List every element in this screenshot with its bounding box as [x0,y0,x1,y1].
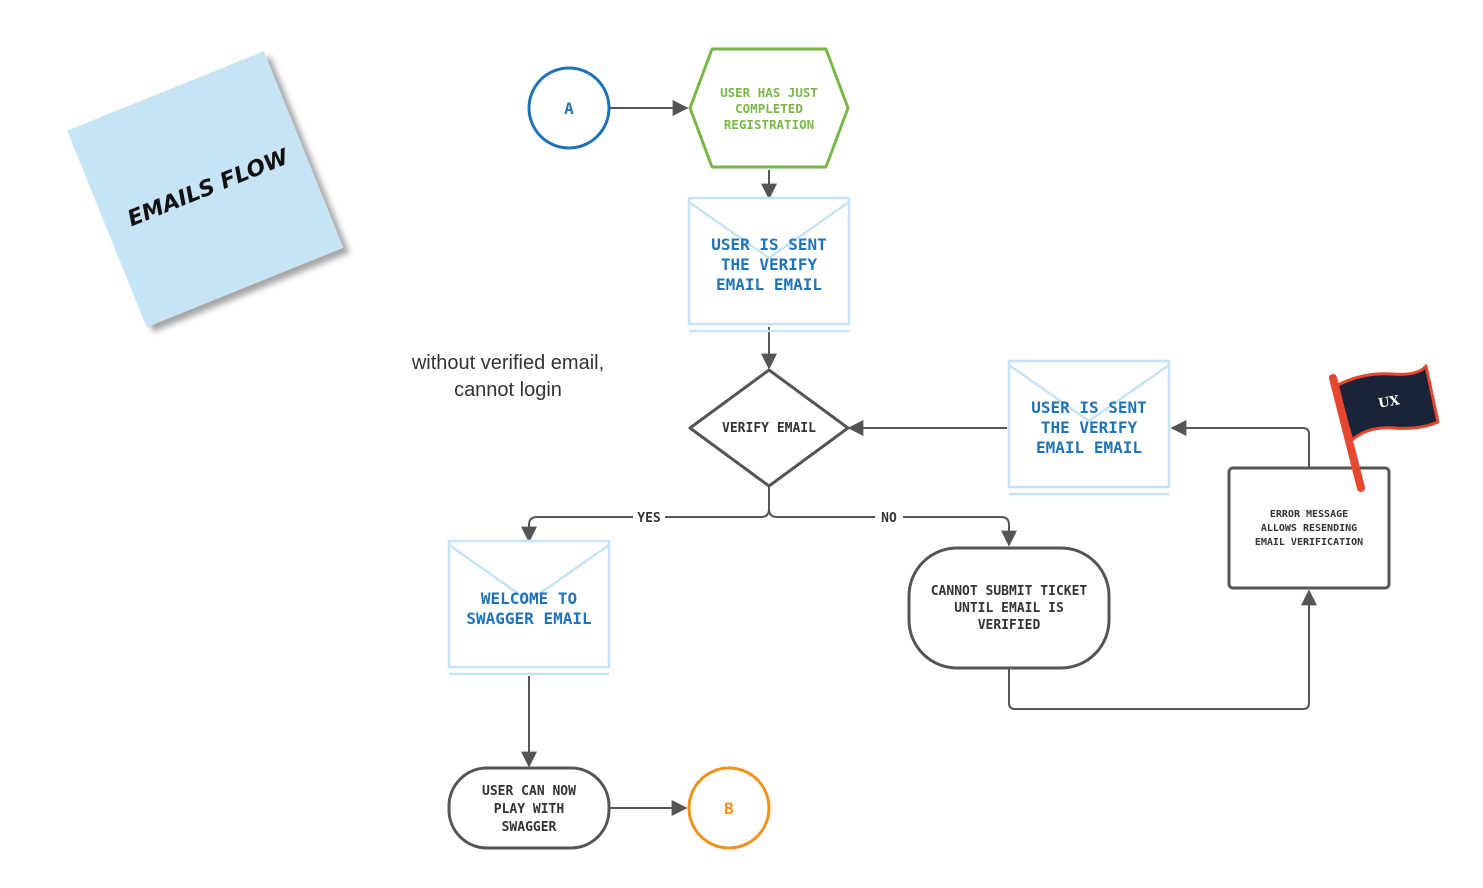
play-line-2: PLAY WITH [494,802,564,817]
edge-label-yes-group: YES [633,509,665,526]
email-verify-1-line-2: THE VERIFY [721,255,818,274]
ux-flag-label: UX [1377,393,1402,412]
email-verify-node-1: USER IS SENT THE VERIFY EMAIL EMAIL [687,196,851,333]
connector-a: A [527,66,611,150]
start-line-3: REGISTRATION [724,117,814,132]
start-line-2: COMPLETED [735,101,803,116]
edge-decision-no [768,508,1017,547]
cannot-submit-node: CANNOT SUBMIT TICKET UNTIL EMAIL IS VERI… [907,546,1111,670]
email-welcome-line-1: WELCOME TO [481,589,577,608]
verify-email-decision: VERIFY EMAIL [688,368,850,488]
sticky-note: EMAILS FLOW [67,51,344,328]
cannot-submit-line-3: VERIFIED [978,618,1041,633]
error-message-line-1: ERROR MESSAGE [1270,509,1348,520]
play-node: USER CAN NOW PLAY WITH SWAGGER [447,766,611,850]
connector-b-label: B [724,799,734,818]
edge-cannot-to-error [1008,589,1317,710]
error-message-line-3: EMAIL VERIFICATION [1255,537,1363,548]
cannot-submit-line-1: CANNOT SUBMIT TICKET [931,584,1088,599]
annotation-line-2: cannot login [454,379,562,401]
email-verify-1-line-1: USER IS SENT [711,235,827,254]
annotation-line-1: without verified email, [411,352,604,374]
ux-flag: UX [1329,364,1440,492]
connector-a-label: A [564,99,574,118]
email-verify-node-2: USER IS SENT THE VERIFY EMAIL EMAIL [1007,359,1171,496]
play-line-1: USER CAN NOW [482,784,576,799]
error-message-line-2: ALLOWS RESENDING [1261,523,1357,534]
connector-b: B [687,766,771,850]
email-verify-1-line-3: EMAIL EMAIL [716,275,822,294]
edge-error-to-email2 [1170,420,1310,467]
edges [521,100,1317,816]
start-node: USER HAS JUST COMPLETED REGISTRATION [688,47,850,169]
email-welcome-line-2: SWAGGER EMAIL [466,609,591,628]
edge-label-yes: YES [637,511,661,526]
email-welcome-node: WELCOME TO SWAGGER EMAIL [447,539,611,676]
edge-label-no: NO [881,511,897,526]
email-verify-2-line-1: USER IS SENT [1031,398,1147,417]
decision-label: VERIFY EMAIL [722,421,816,436]
cannot-submit-line-2: UNTIL EMAIL IS [954,601,1064,616]
edge-label-no-group: NO [875,509,903,526]
email-verify-2-line-2: THE VERIFY [1041,418,1138,437]
start-line-1: USER HAS JUST [720,85,818,100]
play-line-3: SWAGGER [502,820,557,835]
error-message-node: ERROR MESSAGE ALLOWS RESENDING EMAIL VER… [1227,466,1391,590]
email-verify-2-line-3: EMAIL EMAIL [1036,438,1142,457]
